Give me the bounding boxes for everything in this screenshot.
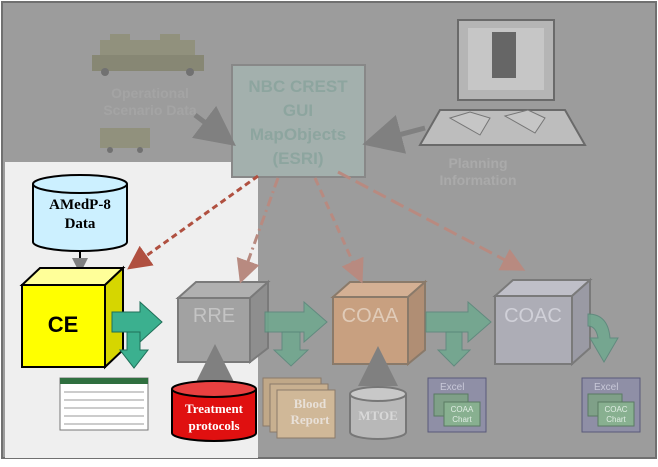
operational-label-line1: Operational (111, 85, 189, 101)
nbc-label-line3: MapObjects (250, 125, 346, 144)
mtoe-label: MTOE (358, 408, 398, 423)
nbc-crest-gui-box: NBC CREST GUI MapObjects (ESRI) (231, 64, 366, 178)
operational-label-line2: Scenario Data (103, 102, 197, 118)
ce-label: CE (48, 312, 79, 337)
nbc-label-line1: NBC CREST (248, 77, 348, 96)
mtoe-database: MTOE (349, 386, 407, 440)
coaa-label: COAA (342, 305, 399, 327)
operational-scenario-group: Operational Scenario Data (92, 34, 204, 153)
excel1-chart-line1: COAA (451, 405, 474, 414)
amedp-database: AMedP-8 Data (32, 174, 128, 252)
ce-report-sheet (59, 377, 149, 431)
arrow-ce-to-rre (111, 300, 163, 344)
blood-report-stack: Blood Report (262, 377, 336, 439)
excel-coac-chart: Excel COAC Chart (581, 377, 641, 433)
nbc-label-line4: (ESRI) (273, 149, 324, 168)
amedp-label-line2: Data (65, 216, 96, 232)
arrow-planning-to-nbc (362, 115, 426, 154)
excel2-title: Excel (594, 382, 618, 393)
coac-cube: COAC (492, 277, 593, 367)
arrow-nbc-to-ce (127, 174, 259, 270)
vehicle-icon (100, 128, 150, 153)
excel2-chart-line1: COAC (604, 405, 627, 414)
planning-label-line1: Planning (448, 155, 507, 171)
excel-coaa-chart: Excel COAA Chart (427, 377, 487, 433)
arrow-nbc-to-coaa (313, 177, 364, 284)
excel2-chart-line2: Chart (606, 415, 626, 424)
amedp-label-line1: AMedP-8 (49, 197, 111, 213)
rre-label: RRE (193, 305, 235, 327)
coaa-cube: COAA (330, 279, 428, 367)
arrow-rre-down (272, 331, 310, 367)
arrow-nbc-to-coac (337, 170, 526, 271)
arrow-coac-down (587, 313, 619, 363)
rre-cube: RRE (175, 279, 271, 365)
arrow-operational-to-nbc (192, 105, 236, 147)
nbc-label-line2: GUI (283, 101, 313, 120)
blood-label-line2: Report (291, 412, 331, 427)
blood-label-line1: Blood (294, 396, 327, 411)
treatment-label-line1: Treatment (185, 401, 244, 416)
excel1-chart-line2: Chart (452, 415, 472, 424)
treatment-label-line2: protocols (188, 418, 239, 433)
coac-label: COAC (504, 305, 562, 327)
ce-cube: CE (19, 265, 126, 370)
treatment-protocols-database: Treatment protocols (171, 380, 257, 442)
arrow-nbc-to-rre (236, 177, 280, 284)
excel1-title: Excel (440, 382, 464, 393)
arrow-rre-to-coaa (264, 300, 328, 344)
arrow-coaa-down (436, 331, 472, 367)
truck-icon (92, 34, 204, 76)
planning-label-line2: Information (440, 172, 517, 188)
arrow-coaa-to-coac (425, 300, 492, 344)
computer-icon (418, 19, 587, 146)
arrow-ce-down (118, 331, 150, 369)
